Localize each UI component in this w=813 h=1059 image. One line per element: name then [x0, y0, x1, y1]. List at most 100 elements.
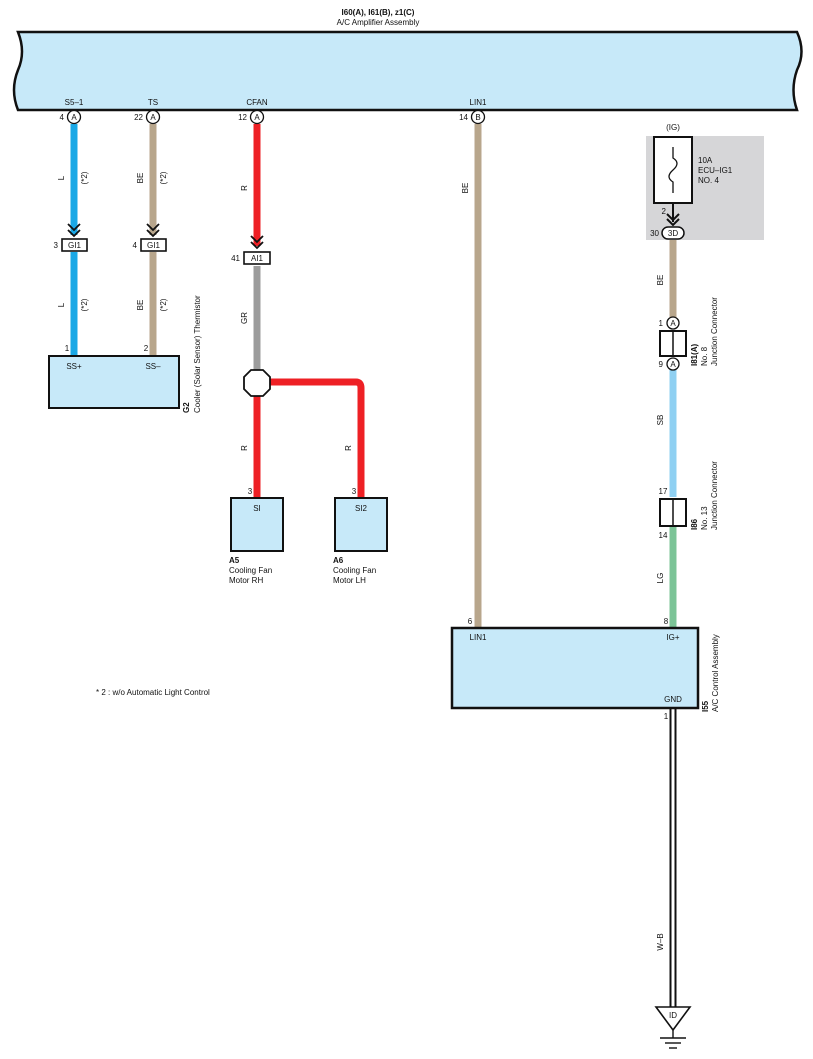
amp-terminal-cfan-label: CFAN — [246, 98, 268, 107]
i81-pin-top-circle — [666, 316, 680, 330]
i86-name-line1: No. 13 — [700, 506, 709, 530]
fuse-block-pin: 30 — [650, 229, 659, 238]
wire-note-be-bottom: (*2) — [159, 298, 168, 311]
a5-name-line2: Motor RH — [229, 576, 263, 585]
i55-code: I55 — [701, 700, 710, 712]
splice-point — [243, 369, 271, 397]
gi1-b-pin: 4 — [133, 241, 138, 250]
wire-note-l-bottom: (*2) — [80, 298, 89, 311]
i86-pin-bottom: 14 — [659, 531, 668, 540]
connector-ai1 — [243, 251, 271, 265]
fuse-supply-label: (IG) — [666, 123, 680, 132]
wire-label-be-lin1: BE — [461, 183, 470, 194]
amp-terminal-s5-label: S5–1 — [65, 98, 84, 107]
wire-label-be-bottom: BE — [136, 300, 145, 311]
wire-label-be-ig: BE — [656, 275, 665, 286]
g2-terminal-ss-plus: SS+ — [66, 362, 82, 371]
ai1-pin: 41 — [231, 254, 240, 263]
i55-pin-gnd: 1 — [664, 712, 669, 721]
a5-name-line1: Cooling Fan — [229, 566, 272, 575]
amp-terminal-lin1-label: LIN1 — [470, 98, 487, 107]
i55-terminal-lin1: LIN1 — [470, 633, 487, 642]
wire-label-sb-ig: SB — [656, 415, 665, 426]
connector-chevron-gi1-a — [67, 223, 81, 238]
fuse-out-pin: 2 — [662, 207, 667, 216]
amp-pin-12-conn: A — [254, 113, 260, 122]
wire-label-l-top: L — [57, 175, 66, 180]
a6-pin: 3 — [352, 487, 357, 496]
amp-terminal-ts-label: TS — [148, 98, 158, 107]
amplifier-assembly-body — [12, 30, 803, 112]
i55-terminal-gnd: GND — [664, 695, 682, 704]
a5-pin: 3 — [248, 487, 253, 496]
amplifier-name-label: A/C Amplifier Assembly — [337, 18, 420, 27]
g2-name: Cooler (Solar Sensor) Thermistor — [193, 295, 202, 413]
connector-gi1-a-label: GI1 — [68, 241, 81, 250]
a5-fan-motor-rh-body — [230, 497, 284, 552]
g2-pin-1: 1 — [65, 344, 70, 353]
i81-pin-top-conn: A — [670, 319, 676, 328]
amplifier-connectors-label: I60(A), I61(B), z1(C) — [342, 8, 415, 17]
i81-pin-bottom-circle — [666, 357, 680, 371]
g2-thermistor-body — [48, 355, 180, 409]
connector-ai1-label: AI1 — [251, 254, 264, 263]
fuse-rating: 10A — [698, 156, 713, 165]
i55-pin-ig: 8 — [664, 617, 669, 626]
amp-pin-12-circle — [249, 109, 265, 125]
amp-pin-14-circle — [470, 109, 486, 125]
i81-name-line1: No. 8 — [700, 346, 709, 366]
fuse-element-icon — [668, 147, 678, 193]
g2-terminal-ss-minus: SS– — [145, 362, 161, 371]
amp-pin-4-number: 4 — [60, 113, 65, 122]
fuse-name-line1: ECU–IG1 — [698, 166, 733, 175]
i86-name-line2: Junction Connector — [710, 461, 719, 530]
wire-label-lg-ig: LG — [656, 573, 665, 584]
a6-terminal-label: SI2 — [355, 504, 368, 513]
a6-code: A6 — [333, 556, 344, 565]
amp-pin-12-number: 12 — [238, 113, 247, 122]
wire-label-wb-ground: W–B — [656, 933, 665, 950]
amp-pin-22-conn: A — [150, 113, 156, 122]
amp-pin-22-number: 22 — [134, 113, 143, 122]
wire-label-r-lh: R — [344, 445, 353, 451]
wire-note-l-top: (*2) — [80, 171, 89, 184]
connector-chevron-gi1-b — [146, 223, 160, 238]
g2-code: G2 — [182, 402, 191, 413]
i81-pin-bottom-conn: A — [670, 360, 676, 369]
fuse-output-chevron — [666, 213, 680, 227]
connector-gi1-a — [61, 238, 88, 252]
a6-fan-motor-lh-body — [334, 497, 388, 552]
wire-label-gr-cfan: GR — [240, 312, 249, 324]
fuse-block-connector — [661, 226, 685, 240]
ground-point-symbol — [654, 1006, 692, 1032]
connector-gi1-b — [140, 238, 167, 252]
g2-pin-2: 2 — [144, 344, 149, 353]
amp-pin-14-number: 14 — [459, 113, 468, 122]
i81-pin-bottom: 9 — [659, 360, 664, 369]
i86-pin-top: 17 — [659, 487, 668, 496]
amp-pin-22-circle — [145, 109, 161, 125]
wire-label-l-bottom: L — [57, 302, 66, 307]
wire-label-be-top: BE — [136, 173, 145, 184]
i81-code: I81(A) — [690, 343, 699, 366]
wire-label-r-cfan: R — [240, 185, 249, 191]
wire-label-r-rh: R — [240, 445, 249, 451]
i81-name-line2: Junction Connector — [710, 297, 719, 366]
amp-pin-14-conn: B — [475, 113, 480, 122]
i86-code: I86 — [690, 518, 699, 530]
a5-code: A5 — [229, 556, 240, 565]
a6-name-line1: Cooling Fan — [333, 566, 376, 575]
connector-chevron-ai1 — [250, 235, 264, 250]
connector-gi1-b-label: GI1 — [147, 241, 160, 250]
amp-pin-4-circle — [66, 109, 82, 125]
i81-pin-top: 1 — [659, 319, 664, 328]
a6-name-line2: Motor LH — [333, 576, 366, 585]
i55-name: A/C Control Assembly — [711, 634, 720, 712]
wire-r-fan-lh — [270, 378, 365, 498]
amp-pin-4-conn: A — [71, 113, 77, 122]
wire-note-be-top: (*2) — [159, 171, 168, 184]
i55-control-assembly-body — [450, 626, 700, 710]
fuse-name-line2: NO. 4 — [698, 176, 719, 185]
gi1-a-pin: 3 — [54, 241, 59, 250]
